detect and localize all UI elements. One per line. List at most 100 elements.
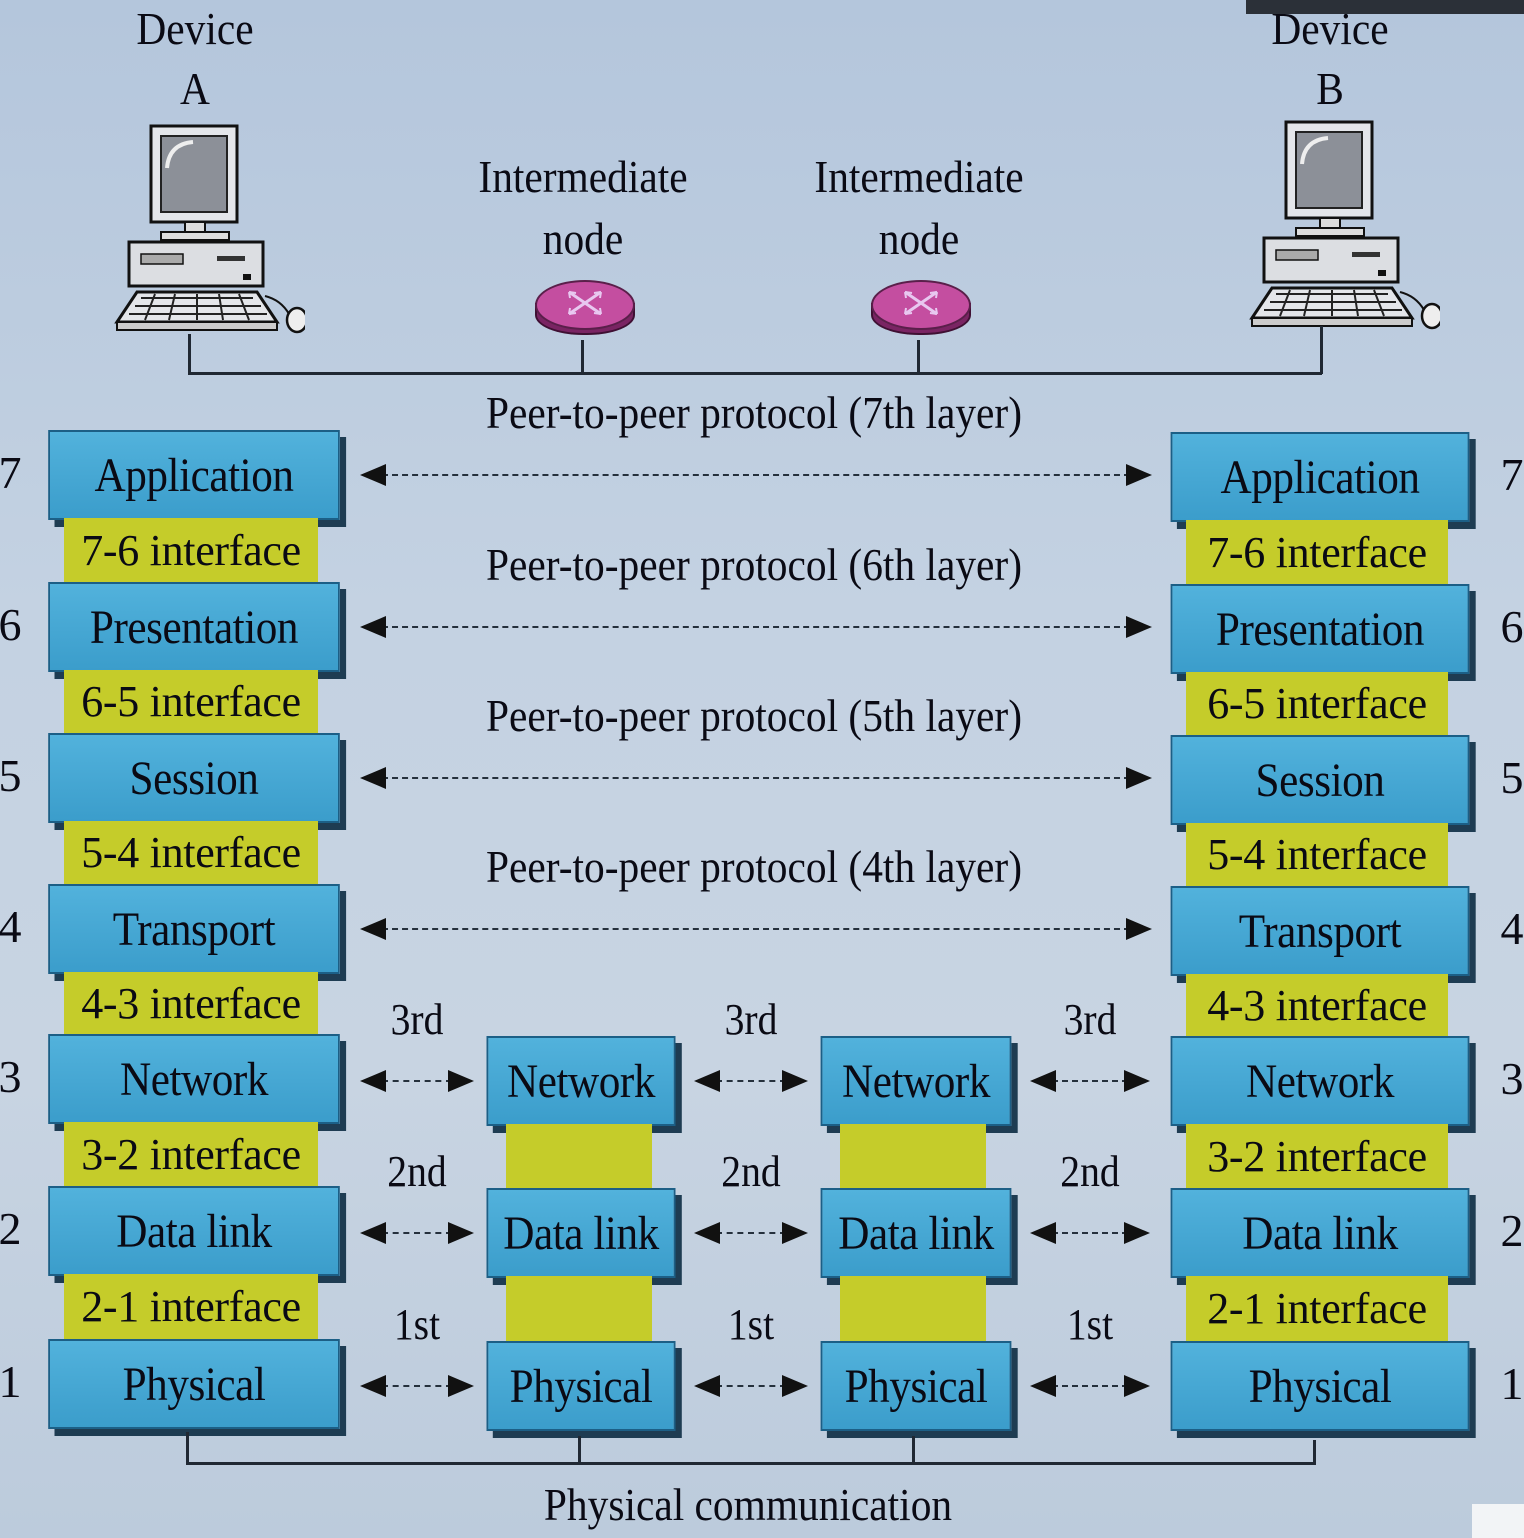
hop-arrow-line xyxy=(1052,1385,1128,1387)
hop-label: 3rd xyxy=(390,995,444,1044)
peer-protocol-arrow-arrowhead-left xyxy=(360,616,386,638)
node-1-interface-blank xyxy=(506,1124,652,1188)
device-a-layer-application: Application xyxy=(48,430,340,520)
router-icon xyxy=(871,280,971,344)
hop-arrow-arrowhead-left xyxy=(360,1070,386,1092)
physical-communication-label: Physical communication xyxy=(543,1479,953,1530)
hop-label: 1st xyxy=(1066,1300,1114,1349)
hop-label: 1st xyxy=(393,1300,441,1349)
device-b-interface: 2-1 interface xyxy=(1186,1276,1448,1341)
node-2-bus-drop xyxy=(917,340,920,374)
hop-arrow-arrowhead-left xyxy=(694,1222,720,1244)
device-b-layer-presentation: Presentation xyxy=(1170,584,1470,674)
hop-arrow-arrowhead-right xyxy=(1124,1070,1150,1092)
network-bus-line xyxy=(188,372,1322,375)
peer-protocol-arrow-arrowhead-right xyxy=(1126,918,1152,940)
peer-protocol-arrow-arrowhead-left xyxy=(360,767,386,789)
device-a-layer-number: 5 xyxy=(0,750,22,801)
hop-arrow-arrowhead-right xyxy=(782,1070,808,1092)
device-b-interface: 6-5 interface xyxy=(1186,672,1448,735)
hop-arrow-line xyxy=(382,1232,452,1234)
device-b-layer-number: 3 xyxy=(1500,1053,1524,1104)
device-b-interface: 5-4 interface xyxy=(1186,823,1448,886)
device-a-layer-session: Session xyxy=(48,733,340,823)
device-b-layer-transport: Transport xyxy=(1170,886,1470,976)
device-b-interface: 3-2 interface xyxy=(1186,1124,1448,1188)
device-b-interface: 4-3 interface xyxy=(1186,974,1448,1036)
device-a-title: Device xyxy=(136,3,254,54)
device-b-letter: B xyxy=(1316,63,1344,114)
hop-arrow-arrowhead-left xyxy=(1030,1070,1056,1092)
device-b-layer-number: 6 xyxy=(1500,601,1524,652)
node-1-layer-physical: Physical xyxy=(486,1341,676,1431)
hop-arrow-line xyxy=(382,1080,452,1082)
peer-protocol-arrow-line xyxy=(382,928,1130,930)
device-b-bus-drop xyxy=(1320,326,1323,374)
peer-protocol-arrow-arrowhead-right xyxy=(1126,767,1152,789)
intermediate-node-label-line2: node xyxy=(878,213,960,264)
device-b-layer-network: Network xyxy=(1170,1036,1470,1126)
hop-label: 2nd xyxy=(387,1147,447,1196)
node-2-interface-blank xyxy=(840,1276,986,1341)
hop-label: 3rd xyxy=(1063,995,1117,1044)
intermediate-node-label-line1: Intermediate xyxy=(478,151,688,202)
peer-protocol-arrow-arrowhead-right xyxy=(1126,464,1152,486)
node-1-layer-network: Network xyxy=(486,1036,676,1126)
node-2-layer-network: Network xyxy=(820,1036,1012,1126)
device-a-interface: 3-2 interface xyxy=(64,1122,318,1186)
device-b-layer-application: Application xyxy=(1170,432,1470,522)
peer-protocol-arrow-arrowhead-left xyxy=(360,464,386,486)
hop-arrow-arrowhead-left xyxy=(360,1222,386,1244)
device-b-layer-number: 7 xyxy=(1500,449,1524,500)
device-a-layer-number: 1 xyxy=(0,1356,22,1407)
device-b-layer-number: 2 xyxy=(1500,1205,1524,1256)
device-a-layer-transport: Transport xyxy=(48,884,340,974)
device-a-layer-number: 3 xyxy=(0,1051,22,1102)
hop-label: 2nd xyxy=(1060,1147,1120,1196)
device-b-layer-number: 1 xyxy=(1500,1358,1524,1409)
router-icon xyxy=(535,280,635,344)
peer-protocol-arrow-line xyxy=(382,626,1130,628)
peer-protocol-arrow-line xyxy=(382,474,1130,476)
device-b-layer-number: 5 xyxy=(1500,752,1524,803)
peer-protocol-arrow-line xyxy=(382,777,1130,779)
device-a-layer-number: 2 xyxy=(0,1203,22,1254)
device-a-layer-physical: Physical xyxy=(48,1339,340,1429)
hop-arrow-arrowhead-left xyxy=(1030,1375,1056,1397)
node-2-physical-drop xyxy=(912,1436,915,1464)
intermediate-node-label-line2: node xyxy=(542,213,624,264)
hop-arrow-line xyxy=(716,1232,786,1234)
device-a-interface: 6-5 interface xyxy=(64,670,318,733)
node-1-physical-drop xyxy=(578,1436,581,1464)
node-1-interface-blank xyxy=(506,1276,652,1341)
top-right-overlay-banner xyxy=(1246,0,1524,14)
hop-arrow-arrowhead-right xyxy=(448,1222,474,1244)
device-b-physical-drop xyxy=(1313,1440,1316,1464)
node-2-layer-physical: Physical xyxy=(820,1341,1012,1431)
device-a-interface: 4-3 interface xyxy=(64,972,318,1034)
hop-arrow-arrowhead-right xyxy=(782,1375,808,1397)
device-b-layer-data-link: Data link xyxy=(1170,1188,1470,1278)
peer-protocol-arrow-arrowhead-left xyxy=(360,918,386,940)
node-1-layer-data-link: Data link xyxy=(486,1188,676,1278)
hop-label: 3rd xyxy=(724,995,778,1044)
hop-arrow-arrowhead-right xyxy=(1124,1375,1150,1397)
hop-label: 2nd xyxy=(721,1147,781,1196)
hop-arrow-arrowhead-left xyxy=(694,1375,720,1397)
hop-arrow-arrowhead-left xyxy=(1030,1222,1056,1244)
hop-arrow-line xyxy=(1052,1232,1128,1234)
hop-arrow-line xyxy=(716,1385,786,1387)
hop-arrow-line xyxy=(382,1385,452,1387)
corner-channel-logo xyxy=(1472,1504,1524,1538)
peer-protocol-label: Peer-to-peer protocol (5th layer) xyxy=(486,690,1022,741)
device-a-layer-number: 6 xyxy=(0,599,22,650)
peer-protocol-label: Peer-to-peer protocol (7th layer) xyxy=(486,387,1022,438)
hop-arrow-line xyxy=(716,1080,786,1082)
device-b-layer-session: Session xyxy=(1170,735,1470,825)
node-1-bus-drop xyxy=(581,340,584,374)
peer-protocol-label: Peer-to-peer protocol (4th layer) xyxy=(486,841,1022,892)
physical-bus-line xyxy=(186,1462,1316,1465)
computer-icon xyxy=(1240,118,1444,338)
hop-arrow-arrowhead-right xyxy=(1124,1222,1150,1244)
